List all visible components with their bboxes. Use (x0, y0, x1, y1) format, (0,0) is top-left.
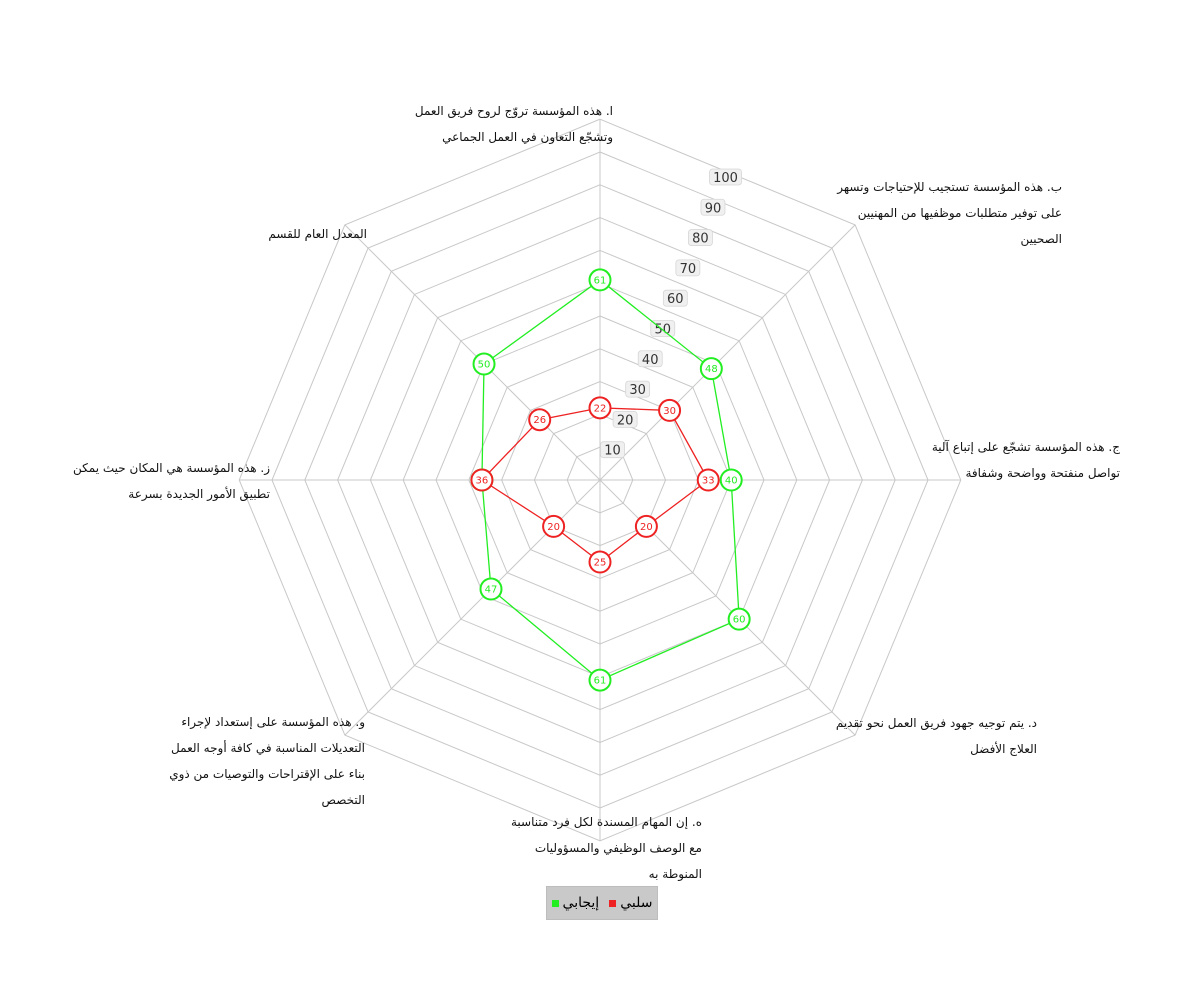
data-label-positive-3: 40 (725, 476, 738, 487)
data-label-negative-4: 20 (640, 522, 653, 533)
point-negative-2 (658, 398, 682, 422)
data-label-negative-2: 30 (663, 406, 676, 417)
point-negative-6 (542, 514, 566, 538)
axis-label-6: و. هذه المؤسسة على إستعداد لإجراء التعدي… (169, 715, 365, 807)
legend-swatch-positive (551, 899, 559, 907)
legend-item-negative: سلبي (609, 895, 652, 911)
tick-label-40: 40 (642, 353, 659, 368)
tick-bg-60 (662, 289, 688, 307)
point-negative-1 (588, 396, 612, 420)
tick-bg-30 (625, 380, 651, 398)
axis-label-5: ه. إن المهام المسندة لكل فرد متناسبة مع … (510, 815, 702, 881)
data-label-negative-8: 26 (533, 415, 546, 426)
tick-label-30: 30 (629, 383, 646, 398)
point-negative-5 (588, 550, 612, 574)
tick-label-70: 70 (680, 262, 697, 277)
point-negative-7 (470, 468, 494, 492)
data-label-negative-6: 20 (547, 522, 560, 533)
data-label-positive-5: 61 (594, 676, 607, 687)
point-positive-8 (472, 352, 496, 376)
axis-label-2: ب. هذه المؤسسة تستجيب للإحتياجات وتسهر ع… (837, 180, 1062, 246)
legend-label-negative: سلبي (620, 895, 653, 911)
axis-label-7: ز. هذه المؤسسة هي المكان حيث يمكن تطبيق … (73, 461, 270, 501)
point-positive-6 (479, 577, 503, 601)
data-label-positive-4: 60 (733, 615, 746, 626)
spoke-8 (344, 224, 601, 481)
tick-label-80: 80 (692, 232, 709, 247)
tick-label-90: 90 (705, 201, 722, 216)
tick-label-60: 60 (667, 292, 684, 307)
axis-label-3: ج. هذه المؤسسة تشجّع على إتباع آلية تواص… (931, 440, 1120, 480)
point-positive-4 (727, 607, 751, 631)
tick-bg-20 (612, 410, 638, 428)
tick-bg-10 (600, 441, 625, 459)
data-label-negative-7: 36 (476, 476, 489, 487)
tick-bg-100 (709, 168, 742, 186)
legend-item-positive: إيجابي (551, 895, 600, 911)
tick-bg-70 (675, 259, 701, 277)
tick-bg-40 (637, 350, 663, 368)
data-label-negative-5: 25 (594, 558, 607, 569)
legend-swatch-negative (609, 899, 617, 907)
data-label-positive-6: 47 (485, 585, 498, 596)
tick-bg-90 (700, 198, 726, 216)
data-label-positive-1: 61 (594, 275, 607, 286)
tick-label-20: 20 (617, 413, 634, 428)
tick-bg-80 (688, 229, 713, 246)
axis-label-4: د. يتم توجيه جهود فريق العمل نحو تقديم ا… (835, 716, 1037, 756)
data-label-negative-3: 33 (702, 476, 715, 487)
legend-label-positive: إيجابي (562, 895, 600, 911)
spoke-2 (599, 224, 856, 481)
point-negative-8 (528, 408, 552, 432)
tick-label-100: 100 (713, 171, 738, 186)
axis-label-1: ا. هذه المؤسسة تروّج لروح فريق العمل وتش… (414, 104, 613, 144)
point-positive-1 (588, 268, 612, 292)
point-positive-3 (719, 468, 743, 492)
data-label-negative-1: 22 (594, 403, 607, 414)
point-negative-4 (634, 514, 658, 538)
legend: سلبي إيجابي (546, 886, 658, 920)
point-positive-2 (699, 357, 723, 381)
data-label-positive-2: 48 (705, 364, 718, 375)
point-positive-5 (588, 668, 612, 692)
axis-label-8: المعدل العام للقسم (268, 227, 367, 241)
point-negative-3 (696, 468, 720, 492)
tick-label-10: 10 (604, 444, 621, 459)
data-label-positive-8: 50 (478, 360, 491, 371)
